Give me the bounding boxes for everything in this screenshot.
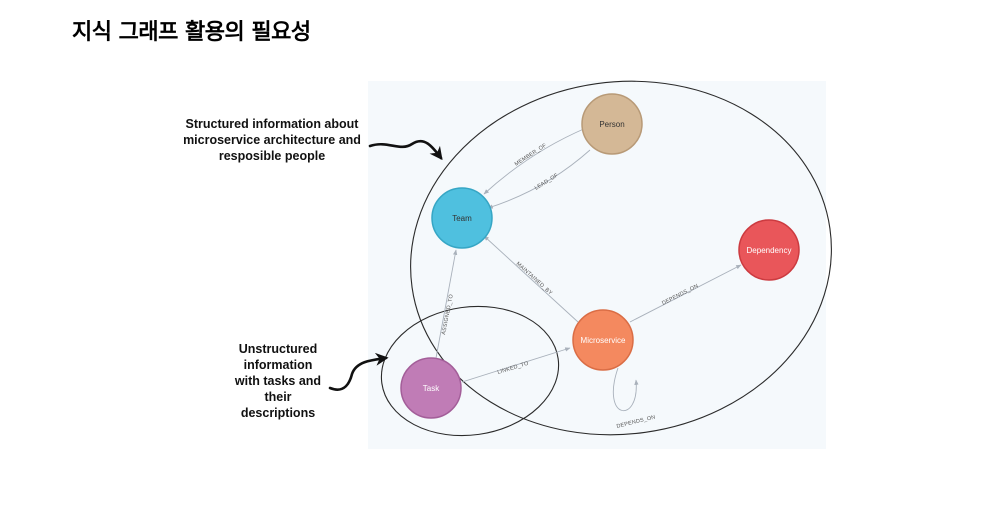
- structured-region-ellipse: [410, 80, 832, 436]
- structured-info-annotation: Structured information about microservic…: [172, 116, 372, 164]
- edge-depends-on: [629, 264, 742, 323]
- unstructured-pointer-arrow: [328, 352, 389, 391]
- edge-linked-to: [461, 347, 571, 383]
- annotation-line: resposible people: [218, 149, 326, 163]
- node-person[interactable]: Person: [581, 93, 643, 155]
- page-title: 지식 그래프 활용의 필요성: [72, 20, 311, 45]
- node-label-task: Task: [423, 384, 440, 393]
- node-microservice[interactable]: Microservice: [572, 309, 634, 371]
- edge-assigned-to: [435, 249, 458, 359]
- node-dependency[interactable]: Dependency: [738, 219, 800, 281]
- unstructured-info-annotation: Unstructured information with tasks and …: [218, 341, 338, 421]
- node-team[interactable]: Team: [431, 187, 493, 249]
- edge-member-of: [483, 127, 587, 195]
- annotation-line: microservice architecture and: [183, 133, 361, 147]
- node-label-team: Team: [452, 214, 472, 223]
- annotation-line: Structured information about: [185, 117, 359, 131]
- edge-lead-of: [487, 149, 591, 209]
- annotation-line: Unstructured: [238, 342, 318, 356]
- node-task[interactable]: Task: [400, 357, 462, 419]
- node-label-dependency: Dependency: [747, 246, 792, 255]
- edge-maintained-by: [483, 235, 579, 323]
- annotation-line: information: [243, 358, 313, 372]
- unstructured-region-ellipse: [380, 305, 560, 437]
- annotation-line: descriptions: [240, 406, 316, 420]
- annotation-line: with tasks and: [234, 374, 322, 388]
- node-label-microservice: Microservice: [581, 336, 626, 345]
- structured-pointer-arrow: [368, 139, 443, 161]
- node-label-person: Person: [599, 120, 624, 129]
- annotation-line: their: [264, 390, 292, 404]
- edge-depends-on-self: [612, 367, 639, 411]
